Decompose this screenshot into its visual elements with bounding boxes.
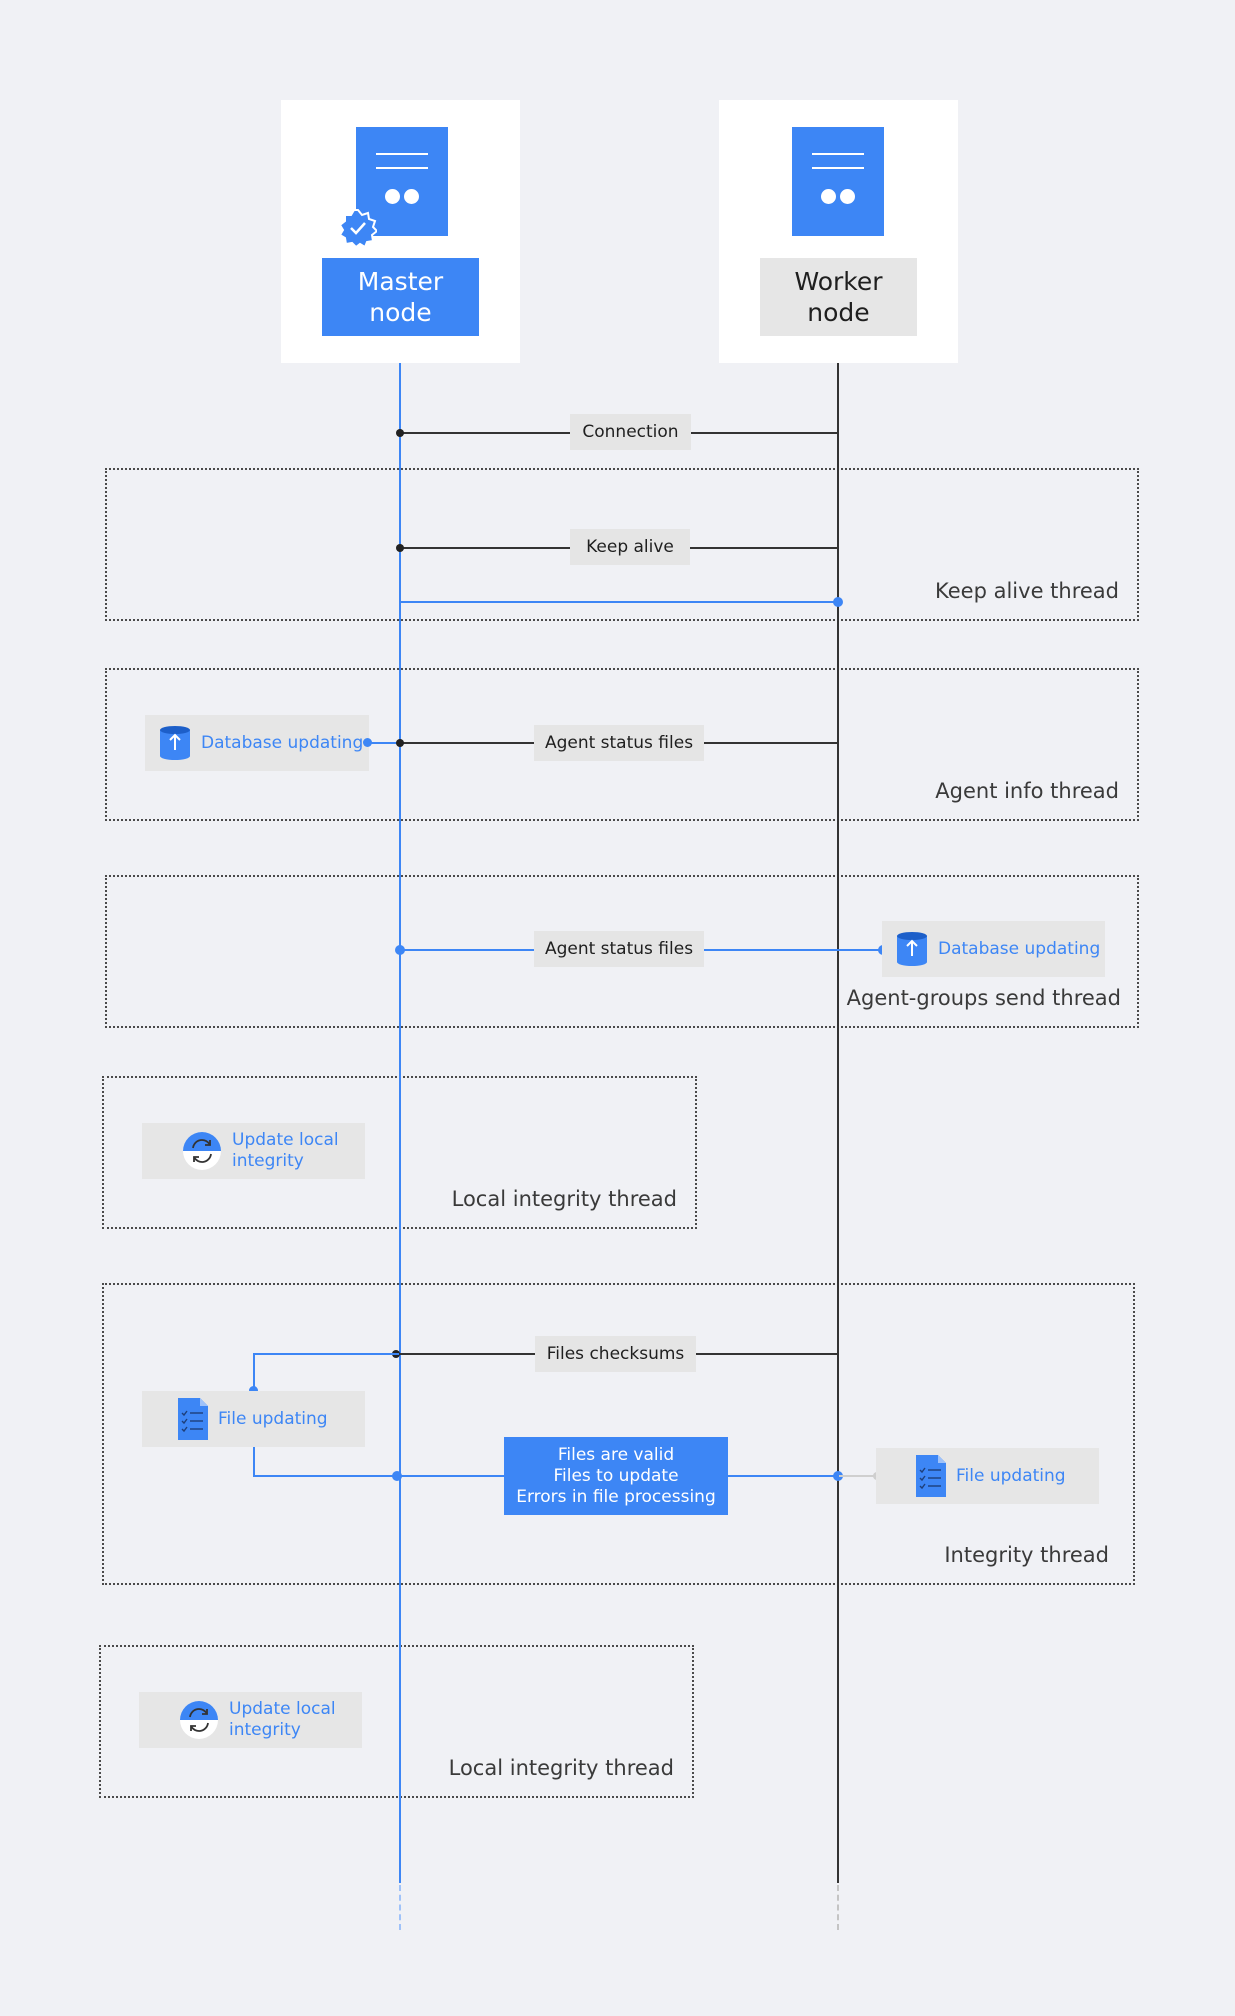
local-integrity-thread-box-2: Local integrity thread	[99, 1645, 694, 1798]
master-lifeline-continuation	[399, 1885, 401, 1930]
keep-alive-response-head	[833, 597, 843, 607]
keep-alive-thread-label: Keep alive thread	[935, 579, 1119, 603]
file-update-connector-top	[253, 1353, 399, 1355]
sync-icon	[179, 1700, 219, 1740]
file-updating-worker-label: File updating	[956, 1465, 1066, 1486]
file-updating-master: File updating	[142, 1391, 365, 1447]
worker-lifeline	[837, 363, 839, 1883]
master-server-icon	[356, 127, 448, 236]
agent-groups-thread-label: Agent-groups send thread	[846, 986, 1121, 1010]
integrity-thread-label: Integrity thread	[944, 1543, 1109, 1567]
agent-info-message: Agent status files	[534, 725, 704, 761]
file-checklist-icon	[178, 1398, 208, 1440]
database-updating-master-label: Database updating	[201, 732, 364, 753]
worker-server-icon	[792, 127, 884, 236]
file-update-connector-top-v	[253, 1353, 255, 1389]
integrity-result-worker-head	[833, 1471, 843, 1481]
agent-info-connector-head	[363, 738, 372, 747]
update-local-integrity-2-label: Update local integrity	[229, 1699, 336, 1740]
agent-info-arrow-head	[396, 739, 404, 747]
worker-node-label: Worker node	[760, 258, 917, 336]
worker-lifeline-continuation	[837, 1885, 839, 1930]
file-update-connector-bottom-v	[253, 1447, 255, 1476]
file-updating-worker-connector	[839, 1475, 877, 1477]
database-upload-icon	[896, 932, 928, 966]
connection-arrow-head	[396, 429, 404, 437]
agent-groups-thread-box: Agent-groups send thread	[105, 875, 1139, 1028]
files-to-update-text: Files to update	[553, 1465, 679, 1486]
integrity-thread-box: Integrity thread	[102, 1283, 1135, 1585]
local-integrity-thread-label-2: Local integrity thread	[448, 1756, 674, 1780]
errors-in-file-processing-text: Errors in file processing	[516, 1486, 716, 1507]
agent-info-thread-box: Agent info thread	[105, 668, 1139, 821]
file-updating-worker: File updating	[876, 1448, 1099, 1504]
master-lifeline	[399, 363, 401, 1883]
file-updating-master-label: File updating	[218, 1408, 328, 1429]
keep-alive-thread-box: Keep alive thread	[105, 468, 1139, 621]
keep-alive-response-arrow	[400, 601, 838, 603]
update-local-integrity-1-label: Update local integrity	[232, 1130, 339, 1171]
keep-alive-message: Keep alive	[570, 529, 690, 565]
database-updating-master: Database updating	[145, 715, 369, 771]
file-update-connector-top-head	[249, 1386, 258, 1395]
files-checksums-message: Files checksums	[535, 1336, 696, 1372]
connection-message: Connection	[570, 414, 691, 450]
agent-groups-arrow-start	[395, 945, 405, 955]
integrity-result-master-head	[392, 1471, 402, 1481]
file-checklist-icon	[916, 1455, 946, 1497]
local-integrity-thread-label-1: Local integrity thread	[451, 1187, 677, 1211]
verified-badge-icon	[339, 209, 377, 247]
update-local-integrity-1: Update local integrity	[142, 1123, 365, 1179]
database-updating-worker-label: Database updating	[938, 938, 1101, 959]
keep-alive-arrow-head	[396, 544, 404, 552]
database-upload-icon	[159, 726, 191, 760]
master-node-label: Master node	[322, 258, 479, 336]
sync-icon	[182, 1131, 222, 1171]
update-local-integrity-2: Update local integrity	[139, 1692, 362, 1748]
files-are-valid-text: Files are valid	[557, 1444, 675, 1465]
agent-info-connector	[368, 742, 400, 744]
agent-info-thread-label: Agent info thread	[935, 779, 1119, 803]
integrity-result-message: Files are valid Files to update Errors i…	[504, 1437, 728, 1515]
database-updating-worker: Database updating	[882, 921, 1105, 977]
agent-groups-message: Agent status files	[534, 931, 704, 967]
